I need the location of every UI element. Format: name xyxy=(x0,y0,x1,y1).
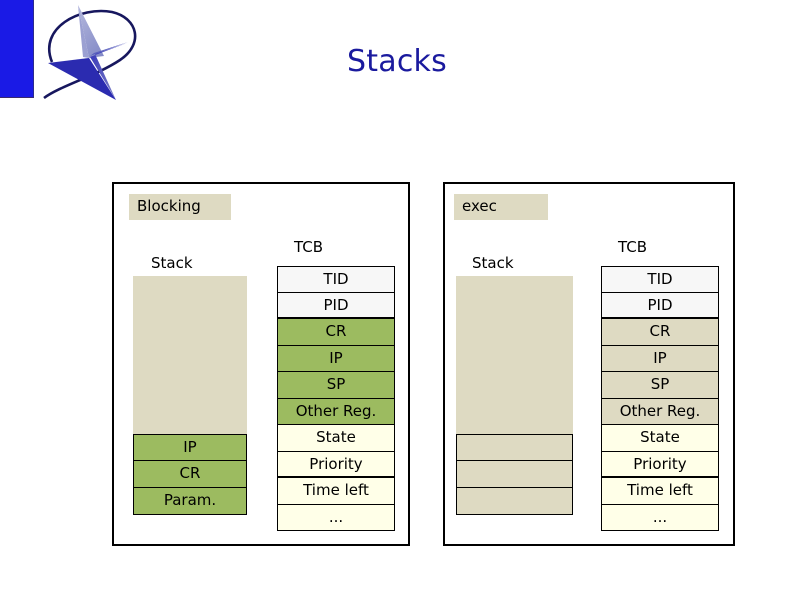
tcb-caption-right: TCB xyxy=(618,238,648,256)
tcb-row: ... xyxy=(601,504,719,531)
tcb-row: Priority xyxy=(277,451,395,478)
tcb-row: CR xyxy=(601,319,719,346)
stack-cell: CR xyxy=(133,461,247,488)
stack-column-exec xyxy=(456,276,573,515)
tcb-row: State xyxy=(277,425,395,452)
tcb-row: Time left xyxy=(277,478,395,505)
tcb-row: Time left xyxy=(601,478,719,505)
tcb-row: Other Reg. xyxy=(601,398,719,425)
stack-cell xyxy=(456,488,573,515)
tcb-row: Other Reg. xyxy=(277,398,395,425)
tcb-row: TID xyxy=(601,266,719,293)
tcb-row: State xyxy=(601,425,719,452)
tcb-row: SP xyxy=(601,372,719,399)
panel-tag-exec: exec xyxy=(454,194,548,220)
tcb-table-blocking: TID PID CR IP SP Other Reg. State Priori… xyxy=(277,266,395,531)
stack-caption-right: Stack xyxy=(472,254,514,272)
tcb-row: IP xyxy=(601,345,719,372)
stack-cell xyxy=(456,434,573,461)
stack-free-space xyxy=(456,276,573,434)
stack-column-blocking: IP CR Param. xyxy=(133,276,247,515)
page-title: Stacks xyxy=(347,44,447,79)
tcb-row: ... xyxy=(277,504,395,531)
panel-exec: exec Stack TCB TID PID CR IP SP Other Re… xyxy=(443,182,735,546)
tcb-row: IP xyxy=(277,345,395,372)
tcb-caption-left: TCB xyxy=(294,238,324,256)
tcb-table-exec: TID PID CR IP SP Other Reg. State Priori… xyxy=(601,266,719,531)
tcb-row: CR xyxy=(277,319,395,346)
stack-cell: IP xyxy=(133,434,247,461)
stack-caption-left: Stack xyxy=(151,254,193,272)
tcb-row: SP xyxy=(277,372,395,399)
stack-free-space xyxy=(133,276,247,434)
stack-cell: Param. xyxy=(133,488,247,515)
tcb-row: PID xyxy=(277,292,395,319)
star-swoosh-logo-icon xyxy=(34,0,150,108)
panel-tag-blocking: Blocking xyxy=(129,194,231,220)
panel-blocking: Blocking Stack TCB IP CR Param. TID PID … xyxy=(112,182,410,546)
stack-cell xyxy=(456,461,573,488)
logo-blue-bar xyxy=(0,0,34,98)
tcb-row: PID xyxy=(601,292,719,319)
tcb-row: TID xyxy=(277,266,395,293)
tcb-row: Priority xyxy=(601,451,719,478)
